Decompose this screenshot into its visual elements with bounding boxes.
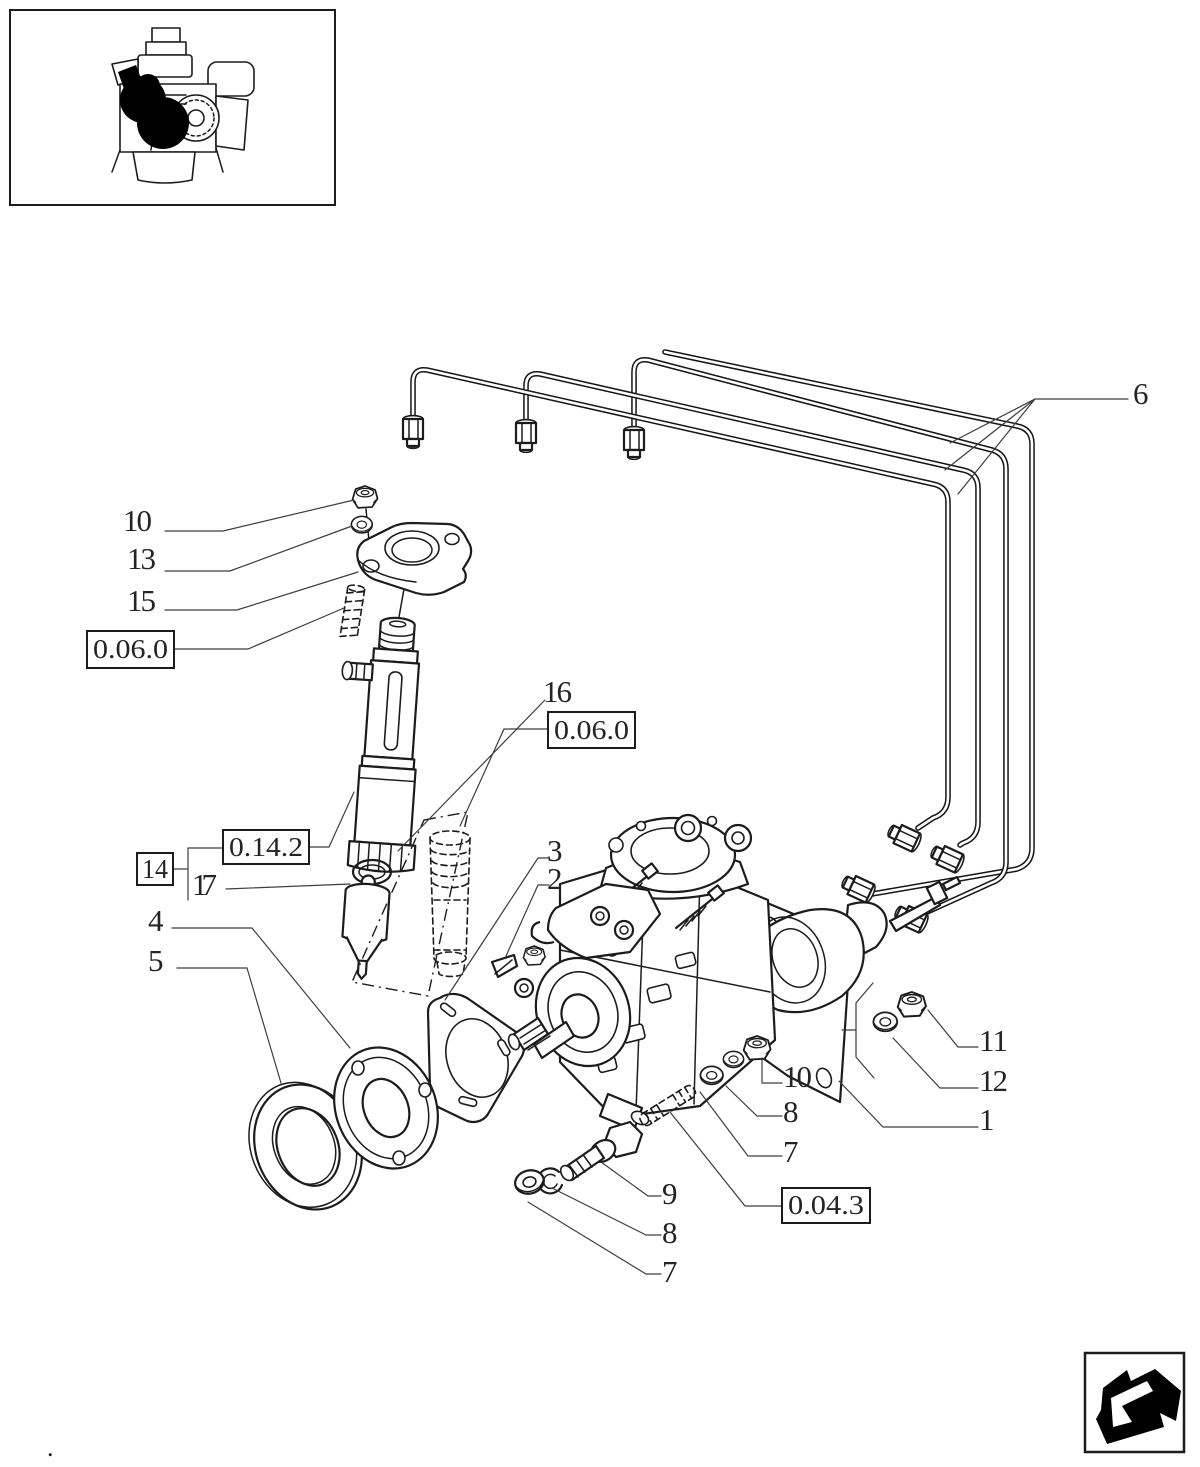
mount-bolt-group [511,1120,644,1198]
seal-ring-5 [248,1081,363,1211]
callout-12: 12 [979,1063,1013,1098]
callout-8: 8 [783,1094,804,1129]
ref-box-0043[interactable]: 0.04.3 [781,1187,871,1224]
protection-sleeve-dashed [429,830,471,978]
sleeve-dashdot-frame [350,811,469,997]
ref-box-14[interactable]: 14 [136,852,174,886]
callout-10: 10 [123,503,157,538]
ref-box-0060-right[interactable]: 0.06.0 [547,711,636,749]
ref-box-0060-left-label: 0.06.0 [93,634,168,664]
pump-governor-cover [598,813,753,900]
ref-box-0060-right-label: 0.06.0 [554,715,629,745]
fuel-injector [341,616,421,873]
callout-15: 15 [127,583,161,618]
ref-box-14-label: 14 [142,854,168,884]
pump-advance-barrel [746,875,962,1014]
pump-stud-hardware [639,1035,772,1127]
callout-8b: 8 [662,1215,683,1250]
engine-line-art [111,27,255,184]
callout-13: 13 [127,541,161,576]
page-back-arrow-icon [1096,1369,1181,1444]
footer-mark: . [47,1433,54,1462]
callout-labels: 10 13 15 16 3 2 17 4 5 6 9 8 7 10 8 7 11… [123,376,1154,1289]
flanged-disc-4 [333,1046,439,1170]
callout-2: 2 [547,861,568,896]
callout-7b: 7 [662,1254,683,1289]
ref-box-0142[interactable]: 0.14.2 [222,829,310,865]
ref-box-0060-left[interactable]: 0.06.0 [86,630,175,669]
injector-clamp-parts [339,485,473,640]
clamp-plate [356,521,473,596]
callout-1: 1 [979,1102,1000,1137]
pump-front-flange [507,956,632,1068]
fuel-injection-pipes [401,349,1035,936]
leader-lines [164,398,1129,1275]
nozzle [341,874,391,980]
pump-mount-hardware-right [841,982,927,1079]
nav-previous-page[interactable] [1083,1351,1186,1454]
spring-dashed [339,584,366,640]
engine-location-thumbnail [9,9,336,206]
highlight-blob [118,65,189,149]
gasket-plate [426,992,526,1124]
callout-10b: 10 [783,1059,817,1094]
callout-7: 7 [783,1134,804,1169]
callout-3: 3 [547,833,568,868]
callout-9: 9 [662,1176,683,1211]
ref-box-0043-label: 0.04.3 [788,1190,864,1220]
pump-lever-bracket [530,882,662,960]
callout-16: 16 [543,674,577,709]
ref-box-0142-label: 0.14.2 [229,832,303,862]
injector-side-fitting [341,660,374,682]
injection-pump [507,813,962,1132]
callout-6: 6 [1133,376,1154,411]
stud-dashed [639,1084,697,1127]
callout-5: 5 [148,943,169,978]
callout-11: 11 [979,1023,1013,1058]
drive-key [490,953,519,979]
callout-4: 4 [148,903,169,938]
callout-17: 17 [192,867,222,902]
